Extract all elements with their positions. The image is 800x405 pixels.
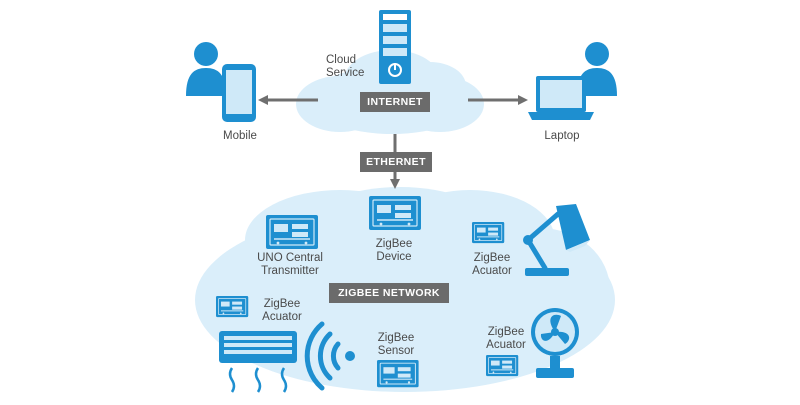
label-line: Cloud bbox=[326, 54, 357, 66]
zigbee-acuator-fan-label: ZigBee Acuator bbox=[478, 326, 534, 352]
label-line: ZigBee bbox=[473, 252, 511, 264]
zigbee-acuator-ac-label: ZigBee Acuator bbox=[254, 298, 310, 324]
zigbee-network-tag: ZIGBEE NETWORK bbox=[329, 283, 449, 303]
label-line: UNO Central bbox=[257, 252, 323, 264]
wireless-signal-icon bbox=[304, 321, 355, 391]
label-line: Service bbox=[326, 67, 365, 79]
desk-lamp-icon bbox=[523, 204, 590, 276]
label-line: ZigBee bbox=[263, 298, 301, 310]
ethernet-tag: ETHERNET bbox=[360, 152, 432, 172]
mobile-label: Mobile bbox=[223, 130, 257, 142]
circuit-board-icon bbox=[485, 354, 519, 377]
label-line: Acuator bbox=[472, 265, 512, 277]
circuit-board-icon bbox=[376, 359, 420, 388]
label-line: Device bbox=[376, 251, 412, 263]
laptop-icon bbox=[528, 76, 594, 120]
circuit-board-icon bbox=[215, 295, 249, 318]
label-line: ZigBee bbox=[487, 326, 525, 338]
circuit-board-icon bbox=[265, 214, 319, 250]
uno-central-transmitter-label: UNO Central Transmitter bbox=[248, 252, 332, 278]
fan-icon bbox=[531, 308, 579, 378]
zigbee-sensor-label: ZigBee Sensor bbox=[368, 332, 424, 358]
label-line: Acuator bbox=[262, 311, 302, 323]
circuit-board-icon bbox=[368, 195, 422, 231]
label-line: Sensor bbox=[377, 345, 415, 357]
mobile-phone-icon bbox=[222, 64, 256, 122]
air-conditioner-icon bbox=[219, 331, 297, 393]
circuit-board-icon bbox=[471, 221, 505, 244]
label-line: ZigBee bbox=[377, 332, 415, 344]
label-line: ZigBee bbox=[375, 238, 413, 250]
laptop-label: Laptop bbox=[544, 130, 580, 142]
label-line: Acuator bbox=[486, 339, 526, 351]
server-icon bbox=[379, 10, 411, 84]
zigbee-acuator-lamp-label: ZigBee Acuator bbox=[464, 252, 520, 278]
internet-tag: INTERNET bbox=[360, 92, 430, 112]
zigbee-device-label: ZigBee Device bbox=[366, 238, 422, 264]
person-icon bbox=[186, 42, 226, 96]
label-line: Transmitter bbox=[261, 265, 319, 277]
cloud-service-label: Cloud Service bbox=[326, 54, 382, 80]
